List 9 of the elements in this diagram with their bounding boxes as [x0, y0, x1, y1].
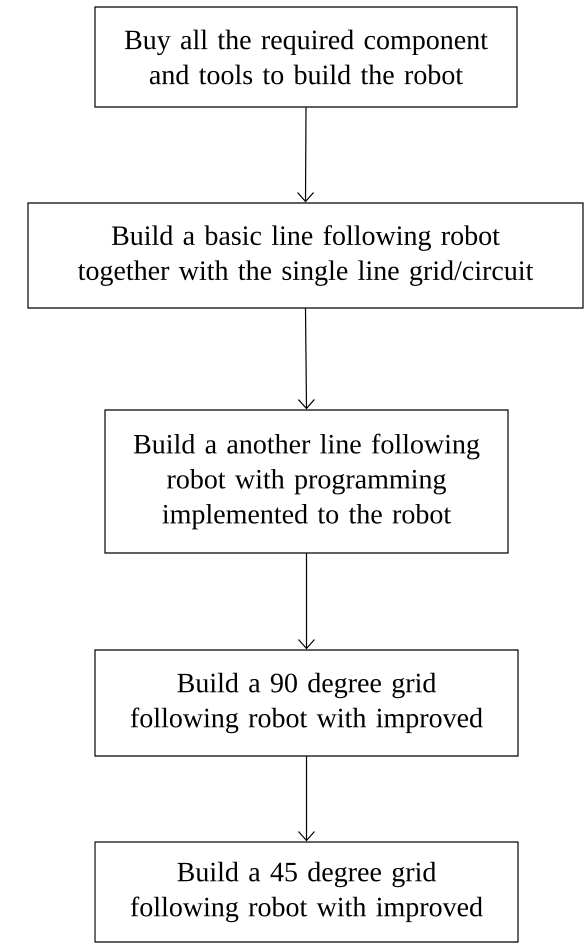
arrow: [297, 108, 314, 202]
arrow: [298, 554, 315, 650]
process-box: Build a basic line following robot together with the single line grid/circuit: [27, 202, 584, 309]
process-box: Build a 45 degree grid following robot with improved: [94, 841, 519, 943]
process-box: Build a 90 degree grid following robot with improved: [94, 649, 519, 757]
arrow: [298, 308, 315, 410]
process-box: Buy all the required component and tools to build the robot: [94, 6, 518, 108]
process-box: Build a another line following robot with programming implemented to the robot: [104, 409, 509, 554]
arrow: [298, 756, 315, 842]
